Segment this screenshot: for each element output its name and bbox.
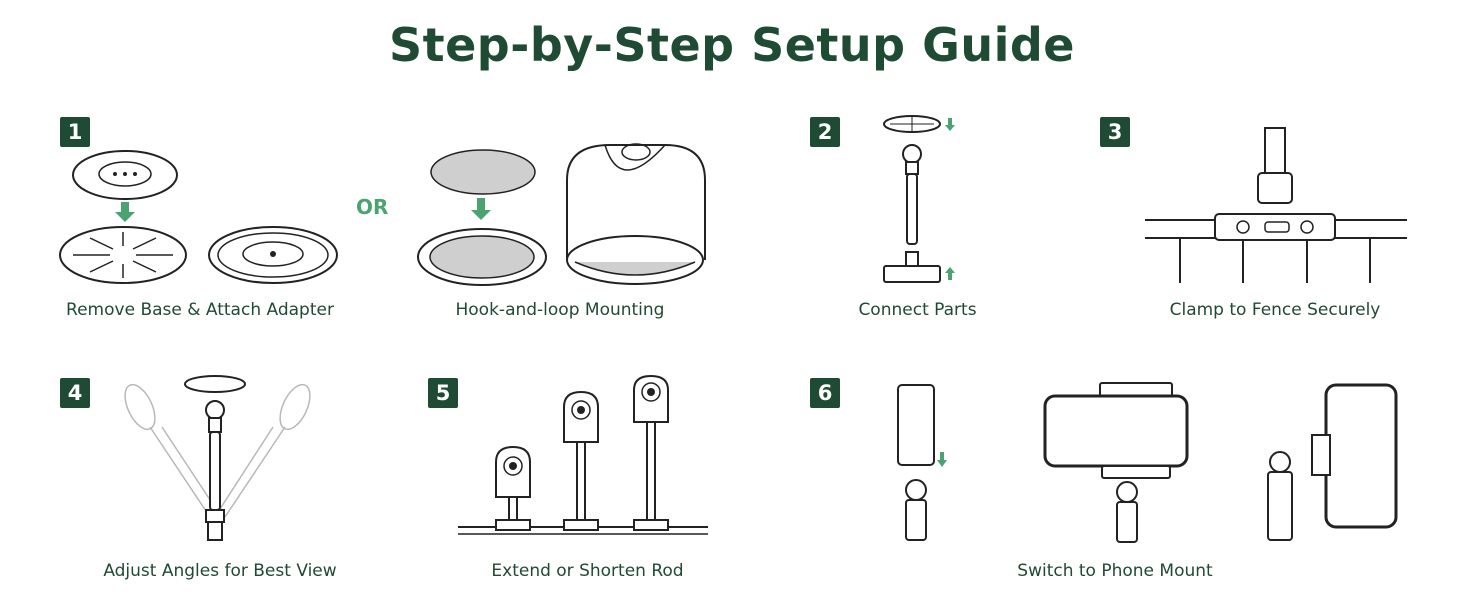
page-title: Step-by-Step Setup Guide [388,18,1075,72]
step-3-illustration [1145,127,1407,283]
step-2-caption: Connect Parts [858,300,977,320]
step-3-badge: 3 [1100,117,1130,147]
step-1-badge: 1 [60,117,90,147]
step-1-caption: Remove Base & Attach Adapter [66,300,334,320]
step-5-caption: Extend or Shorten Rod [491,561,684,581]
hook-and-loop-illustration [417,143,706,286]
or-label: OR [356,195,389,219]
step-6-illustration [897,382,1398,543]
step-3-caption: Clamp to Fence Securely [1169,300,1381,320]
step-4-caption: Adjust Angles for Best View [103,561,337,581]
step-4-badge: 4 [60,378,90,408]
hook-and-loop-caption: Hook-and-loop Mounting [455,300,665,320]
step-6-caption: Switch to Phone Mount [1017,561,1213,581]
step-2-badge: 2 [810,117,840,147]
step-6-badge: 6 [810,378,840,408]
step-5-illustration [458,374,708,535]
step-1-illustration [59,150,338,284]
step-2-illustration [883,115,955,283]
step-4-illustration [124,375,311,541]
step-5-badge: 5 [428,378,458,408]
